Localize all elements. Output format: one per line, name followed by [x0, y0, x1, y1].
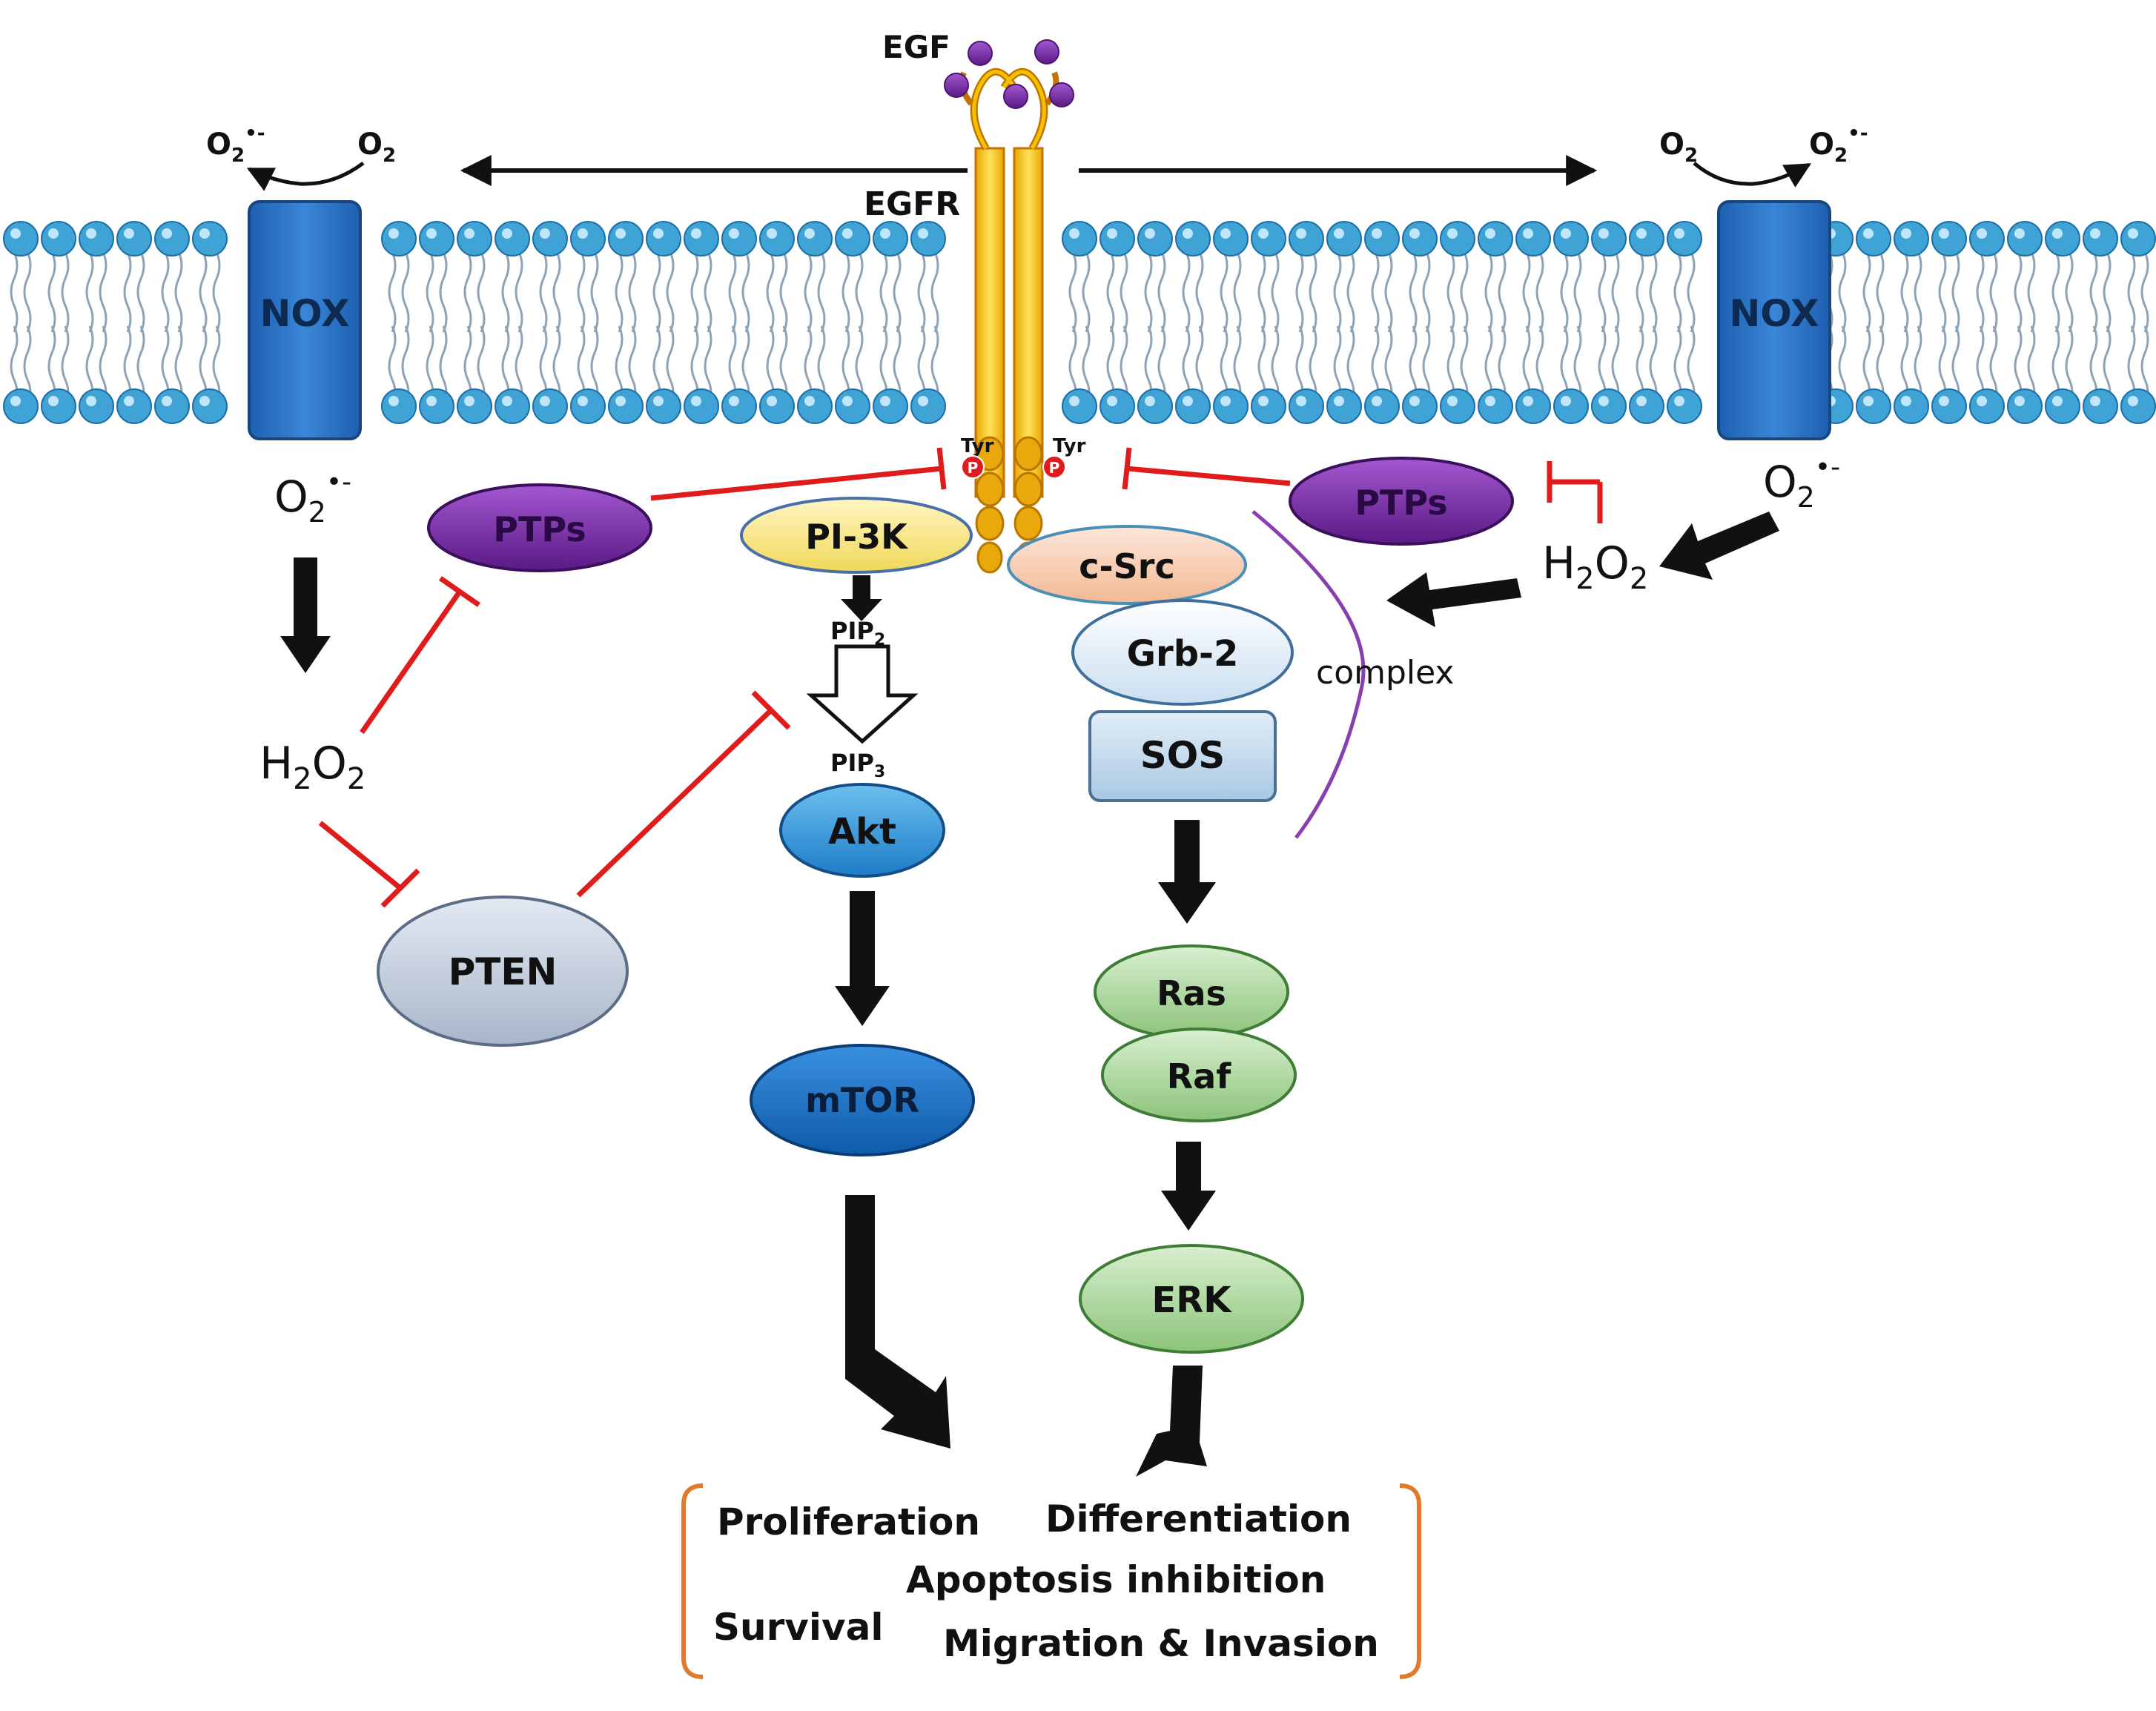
pten-node: PTEN [377, 896, 629, 1047]
nox-left: NOX [248, 200, 362, 440]
arrow-akt-to-mtor [835, 891, 890, 1026]
bracket-left [681, 1483, 704, 1679]
outcomes-box: Proliferation Differentiation Apoptosis … [681, 1483, 1421, 1679]
svg-text:P: P [1049, 459, 1060, 477]
cell-membrane [3, 221, 2156, 424]
akt-label: Akt [828, 811, 896, 853]
pi3k-label: PI-3K [805, 517, 909, 557]
raf-label: Raf [1167, 1056, 1231, 1096]
phospho-right [1042, 455, 1066, 479]
outcome-proliferation: Proliferation [717, 1500, 980, 1543]
svg-text:O2: O2 [357, 128, 396, 167]
bracket-right [1399, 1483, 1421, 1679]
nox-right-body [1717, 200, 1831, 440]
pten-label: PTEN [449, 950, 558, 993]
arrow-h2o2-to-complex [1386, 572, 1521, 627]
grb2-label: Grb-2 [1127, 633, 1239, 675]
arrow-raf-to-erk [1161, 1142, 1216, 1231]
complex-bracket [1251, 510, 1366, 839]
o2-conversion-left: O2•- O2 [206, 122, 396, 191]
h2o2-left: H2O2 [259, 738, 366, 796]
nox-left-body [248, 200, 362, 440]
arrow-sos-to-ras [1158, 820, 1216, 924]
o2-conversion-right: O2 O2•- [1659, 122, 1868, 188]
phospho-left [961, 455, 985, 479]
svg-text:O2•-: O2•- [1809, 122, 1868, 167]
arrow-superoxide-to-h2o2-left [280, 557, 331, 673]
mtor-node: mTOR [750, 1044, 975, 1156]
svg-text:O2: O2 [1659, 128, 1698, 167]
ptps-right-node: PTPs [1289, 457, 1514, 546]
csrc-label: c-Src [1079, 546, 1174, 586]
egf-label: EGF [882, 29, 950, 65]
inhibition-lines [318, 447, 1603, 908]
pip3-label: PIP3 [830, 749, 885, 781]
csrc-node: c-Src [1007, 525, 1247, 605]
lipid-heads [3, 221, 2156, 424]
pip2-label: PIP2 [830, 617, 885, 649]
arrow-erk-to-outcomes [1136, 1366, 1207, 1477]
ptps-left-label: PTPs [493, 509, 586, 549]
nox-right-label: NOX [1729, 292, 1819, 335]
h2o2-right: H2O2 [1542, 537, 1648, 596]
nox-right: NOX [1717, 200, 1831, 440]
outcome-survival: Survival [713, 1606, 883, 1649]
arrow-pi3k-to-pip2 [841, 575, 882, 621]
pi3k-node: PI-3K [740, 497, 973, 574]
grb2-node: Grb-2 [1071, 599, 1294, 706]
erk-label: ERK [1152, 1280, 1233, 1321]
arrow-superoxide-to-h2o2-right [1659, 512, 1779, 580]
outcome-apoptosis-inhibition: Apoptosis inhibition [906, 1558, 1326, 1601]
mtor-label: mTOR [805, 1080, 919, 1120]
outcome-migration-invasion: Migration & Invasion [943, 1622, 1379, 1665]
egf-ligands [944, 39, 1074, 109]
superoxide-left: O2•- [274, 467, 351, 529]
arrow-mtor-to-outcomes [845, 1195, 950, 1449]
complex-label: complex [1316, 654, 1454, 692]
svg-text:O2•-: O2•- [206, 122, 265, 167]
ras-node: Ras [1094, 944, 1289, 1039]
egfr-receptor: EGF EGFR Tyr Tyr P P [864, 29, 1086, 574]
superoxide-right: O2•- [1763, 452, 1840, 514]
egfr-label: EGFR [864, 185, 960, 223]
sos-label: SOS [1140, 734, 1226, 777]
tyr-right-label: Tyr [1053, 435, 1086, 457]
outcome-differentiation: Differentiation [1045, 1497, 1352, 1540]
erk-node: ERK [1079, 1244, 1304, 1354]
tyr-left-label: Tyr [961, 435, 994, 457]
sos-node: SOS [1088, 710, 1277, 802]
nox-left-label: NOX [259, 292, 349, 335]
akt-node: Akt [779, 783, 945, 878]
arrow-pip2-to-pip3 [806, 644, 919, 744]
svg-text:P: P [968, 459, 979, 477]
ptps-right-label: PTPs [1355, 483, 1447, 523]
raf-node: Raf [1101, 1027, 1297, 1122]
ras-label: Ras [1157, 973, 1226, 1013]
ptps-left-node: PTPs [427, 483, 652, 572]
